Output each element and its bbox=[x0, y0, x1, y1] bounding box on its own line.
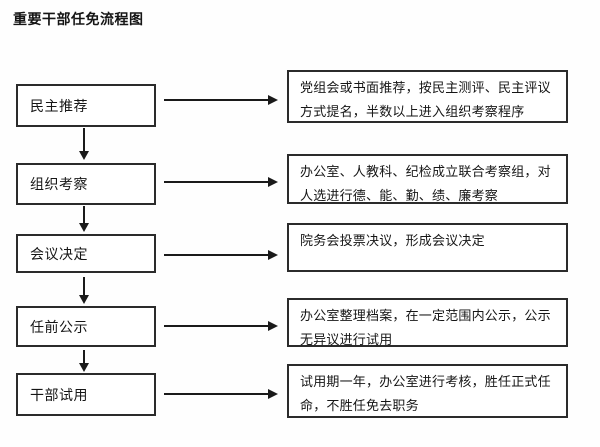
step-3-right-arrow-icon bbox=[164, 250, 278, 260]
step-4-desc-box: 办公室整理档案，在一定范围内公示，公示 无异议进行试用 bbox=[287, 298, 568, 347]
step-2-box: 组织考察 bbox=[16, 163, 156, 205]
arrow-head-icon bbox=[79, 151, 89, 160]
step-3-desc-line-1: 院务会投票决议，形成会议决定 bbox=[300, 233, 485, 248]
arrow-head-icon bbox=[79, 363, 89, 372]
step-1-desc-line-2: 方式提名，半数以上进入组织考察程序 bbox=[300, 104, 525, 119]
step-4-label: 任前公示 bbox=[30, 318, 88, 335]
arrow-head-icon bbox=[268, 389, 278, 399]
step-5-desc-line-2: 命，不胜任免去职务 bbox=[300, 398, 419, 413]
arrow-shaft bbox=[83, 350, 85, 364]
arrow-head-icon bbox=[268, 95, 278, 105]
step-1-right-arrow-icon bbox=[164, 95, 278, 105]
arrow-head-icon bbox=[268, 177, 278, 187]
step-5-label: 干部试用 bbox=[30, 386, 88, 403]
arrow-shaft bbox=[83, 206, 85, 224]
step-2-desc-box: 办公室、人教科、纪检成立联合考察组，对 人选进行德、能、勤、绩、廉考察 bbox=[287, 154, 568, 204]
step-4-down-arrow-icon bbox=[79, 350, 89, 372]
diagram-title: 重要干部任免流程图 bbox=[13, 11, 144, 27]
step-4-desc-line-2: 无异议进行试用 bbox=[300, 332, 393, 347]
arrow-head-icon bbox=[268, 250, 278, 260]
step-2-right-arrow-icon bbox=[164, 177, 278, 187]
step-5-right-arrow-icon bbox=[164, 389, 278, 399]
arrow-shaft bbox=[164, 325, 269, 327]
arrow-shaft bbox=[164, 254, 269, 256]
arrow-head-icon bbox=[79, 223, 89, 232]
step-5-desc-line-1: 试用期一年，办公室进行考核，胜任正式任 bbox=[300, 374, 551, 389]
step-2-desc-line-1: 办公室、人教科、纪检成立联合考察组，对 bbox=[300, 164, 551, 179]
step-1-desc-box: 党组会或书面推荐，按民主测评、民主评议 方式提名，半数以上进入组织考察程序 bbox=[287, 70, 568, 123]
step-5-desc-box: 试用期一年，办公室进行考核，胜任正式任 命，不胜任免去职务 bbox=[287, 364, 568, 418]
arrow-shaft bbox=[83, 277, 85, 296]
step-4-right-arrow-icon bbox=[164, 321, 278, 331]
arrow-shaft bbox=[164, 99, 269, 101]
step-1-desc-line-1: 党组会或书面推荐，按民主测评、民主评议 bbox=[300, 80, 551, 95]
step-4-desc-line-1: 办公室整理档案，在一定范围内公示，公示 bbox=[300, 308, 551, 323]
step-1-box: 民主推荐 bbox=[16, 84, 156, 127]
arrow-shaft bbox=[164, 181, 269, 183]
arrow-head-icon bbox=[268, 321, 278, 331]
step-1-label: 民主推荐 bbox=[30, 97, 88, 114]
arrow-head-icon bbox=[79, 295, 89, 304]
arrow-shaft bbox=[83, 128, 85, 152]
step-2-label: 组织考察 bbox=[30, 176, 88, 192]
step-3-box: 会议决定 bbox=[16, 234, 156, 273]
step-1-down-arrow-icon bbox=[79, 128, 89, 160]
step-3-label: 会议决定 bbox=[30, 245, 88, 262]
step-5-box: 干部试用 bbox=[16, 373, 156, 416]
step-4-box: 任前公示 bbox=[16, 306, 156, 347]
arrow-shaft bbox=[164, 393, 269, 395]
step-2-down-arrow-icon bbox=[79, 206, 89, 232]
step-2-desc-line-2: 人选进行德、能、勤、绩、廉考察 bbox=[300, 188, 499, 203]
step-3-down-arrow-icon bbox=[79, 277, 89, 304]
step-3-desc-box: 院务会投票决议，形成会议决定 bbox=[287, 223, 568, 272]
